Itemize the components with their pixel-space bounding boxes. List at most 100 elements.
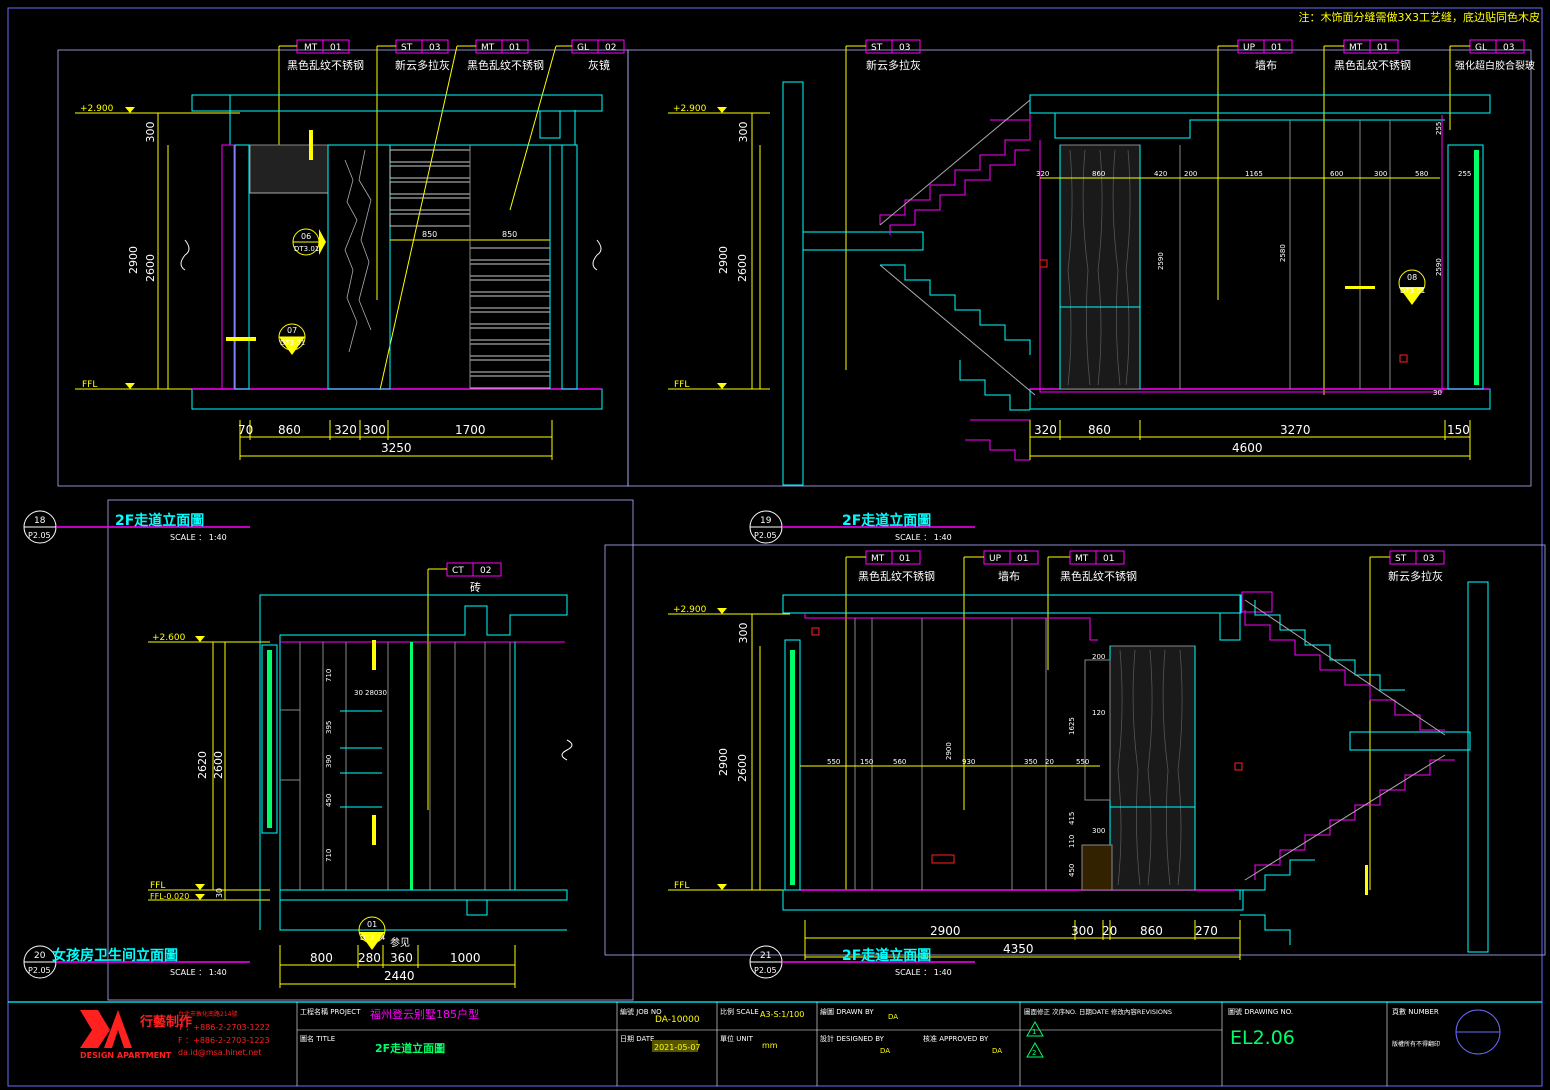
view-19: ST 03 新云多拉灰 UP 01 墙布 MT 01 黑色乱纹不锈钢 GL 03 [668, 39, 1535, 544]
svg-text:ST: ST [401, 43, 413, 53]
dim-text: 30 [1433, 389, 1442, 397]
dim-text: 20 [1102, 924, 1117, 938]
svg-text:01: 01 [1103, 554, 1114, 564]
sheet-border [7, 7, 1543, 1087]
dim-text: 320 [1036, 170, 1049, 178]
svg-text:01: 01 [330, 43, 341, 53]
material-tag: GL 03 强化超白胶合裂玻 [1449, 39, 1535, 130]
dim-text: 150 [860, 758, 873, 766]
svg-text:01: 01 [367, 920, 377, 929]
dim-text: 30 [215, 888, 224, 898]
dim-text: 850 [502, 230, 517, 239]
material-tag: UP 01 墙布 [1217, 39, 1293, 300]
job-label: 編號 JOB NO [620, 1007, 662, 1016]
level-label: FFL-0.020 [150, 892, 189, 901]
view-label: 19 P2.05 2F走道立面圖 SCALE ： 1:40 [749, 510, 975, 544]
dim-text: 800 [310, 951, 333, 965]
project-label: 工程名稱 PROJECT [300, 1007, 361, 1016]
dim-text: 2600 [736, 754, 749, 782]
drawn-label: 繪圖 DRAWN BY [820, 1007, 874, 1016]
svg-text:ST: ST [871, 43, 883, 53]
material-tag: MT 01 黑色乱纹不锈钢 [278, 39, 364, 185]
svg-text:强化超白胶合裂玻: 强化超白胶合裂玻 [1455, 59, 1535, 72]
svg-text:03: 03 [1423, 554, 1434, 564]
dim-text: 415 [1068, 812, 1076, 825]
svg-text:01: 01 [509, 43, 520, 53]
dim-text: 30 [378, 689, 387, 697]
svg-text:08: 08 [1407, 273, 1417, 282]
level-label: FFL [82, 380, 97, 390]
svg-text:02: 02 [480, 566, 491, 576]
svg-text:2F走道立面圖: 2F走道立面圖 [115, 512, 204, 529]
svg-text:GL: GL [1475, 43, 1487, 53]
dim-text: 280 [358, 951, 381, 965]
view-20: CT 02 砖 +2.600 FFL FFL-0.020 2620 2600 3… [23, 562, 573, 988]
svg-text:P2.05: P2.05 [754, 966, 777, 975]
svg-text:18: 18 [34, 516, 46, 526]
copyright-note: 版權所有不得翻印 [1392, 1040, 1440, 1048]
material-tag: MT 01 黑色乱纹不锈钢 [1323, 39, 1411, 395]
svg-text:DT3.01: DT3.01 [294, 245, 319, 253]
svg-text:P2.05: P2.05 [754, 531, 777, 540]
svg-text:黑色乱纹不锈钢: 黑色乱纹不锈钢 [858, 569, 935, 583]
material-tag: ST 03 新云多拉灰 [845, 39, 921, 370]
svg-text:SCALE ： 1:40: SCALE ： 1:40 [170, 533, 227, 542]
dim-text: 550 [1076, 758, 1089, 766]
dim-text: 2590 [1157, 252, 1165, 270]
job-number: DA-10000 [655, 1015, 700, 1025]
dim-text: 2900 [930, 924, 961, 938]
revision-2-icon [1026, 1041, 1044, 1058]
designed-value: DA [880, 1047, 890, 1055]
svg-text:MT: MT [481, 43, 495, 53]
svg-text:01: 01 [899, 554, 910, 564]
svg-text:UP: UP [989, 554, 1002, 564]
svg-text:DT3.01: DT3.01 [1400, 287, 1425, 295]
svg-text:21: 21 [760, 951, 771, 961]
view-20-frame [107, 499, 634, 1001]
svg-text:黑色乱纹不锈钢: 黑色乱纹不锈钢 [467, 58, 544, 72]
dim-text: 710 [325, 849, 333, 862]
dim-text: 300 [363, 423, 386, 437]
svg-text:灰镜: 灰镜 [588, 58, 610, 72]
material-tag: MT 01 黑色乱纹不锈钢 [1047, 550, 1137, 670]
svg-text:砖: 砖 [470, 580, 481, 594]
dim-text: 300 [1071, 924, 1094, 938]
svg-text:19: 19 [760, 516, 772, 526]
detail-callout: 07 DT3.01 [278, 323, 306, 355]
dim-text: 860 [1140, 924, 1163, 938]
dim-text: 350 [1024, 758, 1037, 766]
svg-text:SCALE ： 1:40: SCALE ： 1:40 [170, 968, 227, 977]
dim-text: 600 [1330, 170, 1343, 178]
material-tag: GL 02 灰镜 [509, 39, 625, 211]
company-name: 行藝制作 [139, 1014, 192, 1030]
dim-text: 2600 [212, 751, 225, 779]
material-tag: MT 01 黑色乱纹不锈钢 [379, 39, 544, 391]
sheet-note: 注：木饰面分缝需做3X3工艺缝，底边贴同色木皮 [1298, 10, 1540, 24]
svg-text:女孩房卫生间立面圖: 女孩房卫生间立面圖 [52, 947, 178, 964]
dim-text: 1000 [450, 951, 481, 965]
material-tag: MT 01 黑色乱纹不锈钢 [845, 550, 935, 890]
dim-text: 255 [1458, 170, 1471, 178]
dim-text: 320 [334, 423, 357, 437]
drawn-value: DA [888, 1013, 898, 1021]
dim-text: 1165 [1245, 170, 1263, 178]
number-label: 頁數 NUMBER [1392, 1007, 1439, 1016]
scale-value: A3-S:1/100 [760, 1010, 804, 1019]
dim-text: 1700 [455, 423, 486, 437]
svg-text:DT3.34: DT3.34 [360, 934, 386, 942]
designed-label: 設計 DESIGNED BY [820, 1034, 885, 1043]
dim-text: 110 [1068, 835, 1076, 848]
svg-text:01: 01 [1017, 554, 1028, 564]
dim-text: 860 [278, 423, 301, 437]
view-21-frame [604, 544, 1546, 956]
detail-callout: 01 DT3.34 参见 [358, 916, 410, 950]
dim-text: 280 [365, 689, 378, 697]
dim-text: 120 [1092, 709, 1105, 717]
svg-text:新云多拉灰: 新云多拉灰 [1388, 569, 1443, 583]
project-name: 福州登云别墅185户型 [370, 1007, 479, 1021]
dim-text: 450 [1068, 864, 1076, 877]
date-value: 2021-05-07 [654, 1043, 701, 1052]
logo-text: DA [108, 1028, 110, 1031]
dim-text: 2600 [144, 254, 157, 282]
material-tag: CT 02 砖 [427, 562, 502, 810]
